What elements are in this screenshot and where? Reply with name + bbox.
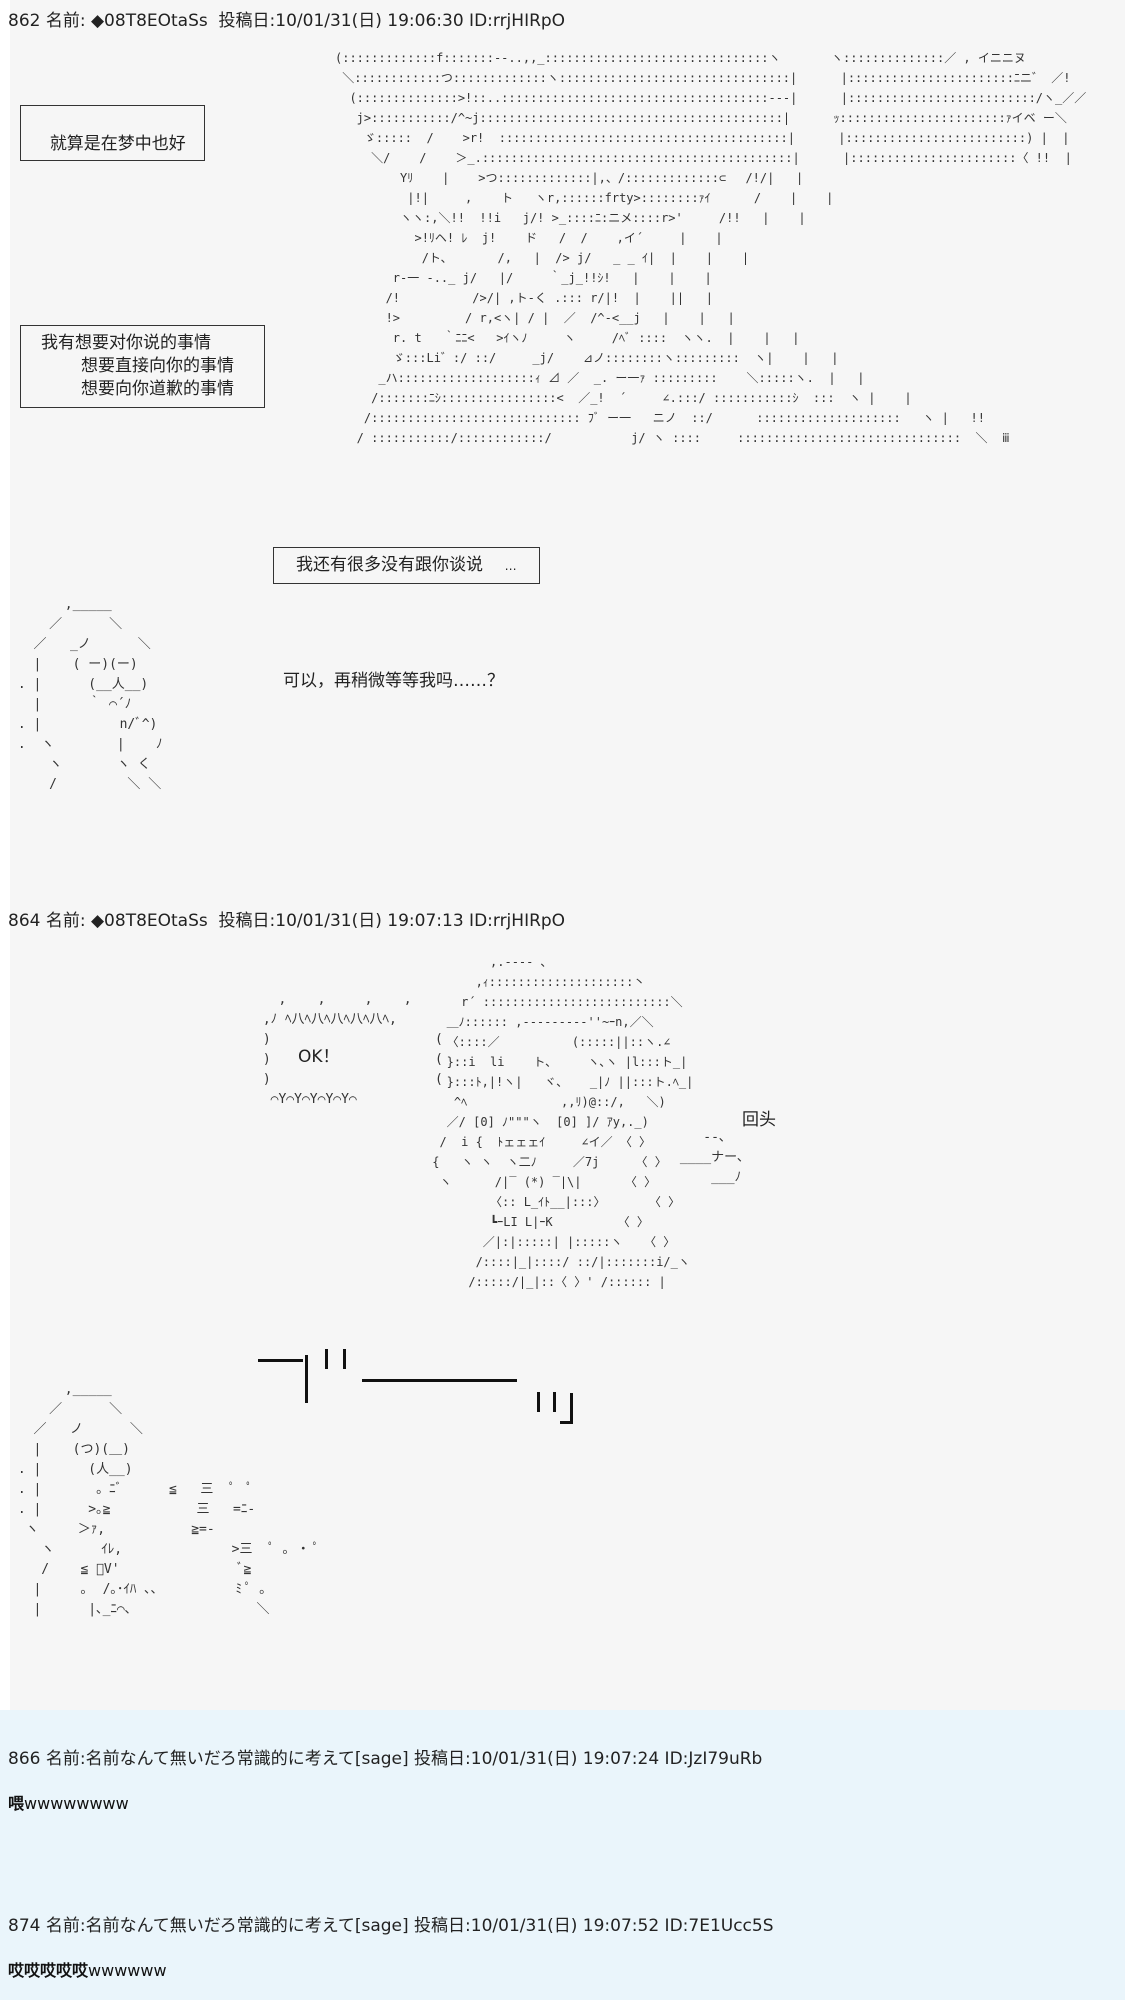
post-header: 862 名前: ◆08T8EOtaSs ⁠ 投稿日:10/01/31(日) 19…: [8, 11, 566, 31]
ascii-art-character: ,_____ ／ ＼ ／ ノ ＼ | (つ)(＿) . | (人__) . | …: [17, 1382, 320, 1617]
post-header: 874 名前:名前なんて無いだろ常識的に考えて[sage] 投稿日:10/01/…: [8, 1916, 774, 1936]
narration-caption: 可以，再稍微等等我吗……？: [283, 671, 504, 691]
left-gutter: [0, 0, 10, 1710]
ascii-art-character: ,.-‐‐- ､ ,ｨ::::::::::::::::::::丶 r´ ::::…: [432, 955, 694, 1289]
shout-stroke: [570, 1393, 573, 1423]
post-862: [0, 0, 1125, 880]
speech-bubble-art: , , , , ,ﾉ ﾍ八ﾍ八ﾍ八ﾍ八ﾍ八ﾍ, ) ( ) ( ) ( ⌒Y⌒Y…: [262, 992, 443, 1107]
dialog-box: 我还有很多没有跟你谈说 …: [273, 547, 540, 584]
shout-stroke: [362, 1379, 517, 1382]
speech-text: OK！: [298, 1047, 340, 1067]
body-rest: wwwwww: [88, 1961, 167, 1980]
body-bold: 喂: [8, 1794, 25, 1813]
dialog-line: 想要向你道歉的事情: [81, 379, 234, 399]
ascii-art-character: ,_____ ／ ＼ ／ _ノ ＼ | ( ー)(ー) . | (__人__) …: [17, 597, 163, 792]
post-864: [0, 880, 1125, 1710]
sfx-text: ナー: [711, 1150, 738, 1165]
post-866: [0, 1710, 1125, 1875]
dialog-line: 想要直接向你的事情: [81, 356, 234, 376]
post-header: 866 名前:名前なんて無いだろ常識的に考えて[sage] 投稿日:10/01/…: [8, 1749, 763, 1769]
turn-head-text: 回头: [742, 1110, 776, 1130]
post-body: 哎哎哎哎哎wwwwww: [8, 1957, 167, 1981]
post-header: 864 名前: ◆08T8EOtaSs ⁠ 投稿日:10/01/31(日) 19…: [8, 911, 566, 931]
shout-stroke: [553, 1392, 556, 1412]
dialog-box-multi: 我有想要对你说的事情 想要直接向你的事情 想要向你道歉的事情: [20, 325, 265, 408]
post-body: 喂wwwwwwww: [8, 1790, 129, 1814]
ascii-art-character: (:::::::::::::f:::::::--..,,_:::::::::::…: [335, 51, 1087, 445]
dialog-line: 我有想要对你说的事情: [41, 333, 211, 353]
dialog-tail: …: [504, 559, 517, 573]
shout-stroke: [537, 1392, 540, 1412]
shout-stroke: [305, 1355, 308, 1403]
shout-stroke: [258, 1359, 303, 1362]
body-rest: wwwwwwww: [24, 1794, 129, 1813]
post-874: [0, 1875, 1125, 2000]
shout-stroke: [560, 1421, 573, 1424]
shout-stroke: [343, 1349, 346, 1369]
dialog-text: 我还有很多没有跟你谈说: [296, 555, 483, 575]
shout-stroke: [325, 1349, 328, 1369]
body-bold: 哎哎哎哎哎: [8, 1961, 89, 1980]
ascii-art-sfx: ‐-､ ____ナー､ ___ﾉ: [679, 1130, 744, 1185]
dialog-text: 就算是在梦中也好: [49, 134, 186, 154]
dialog-box: 就算是在梦中也好: [20, 105, 205, 161]
